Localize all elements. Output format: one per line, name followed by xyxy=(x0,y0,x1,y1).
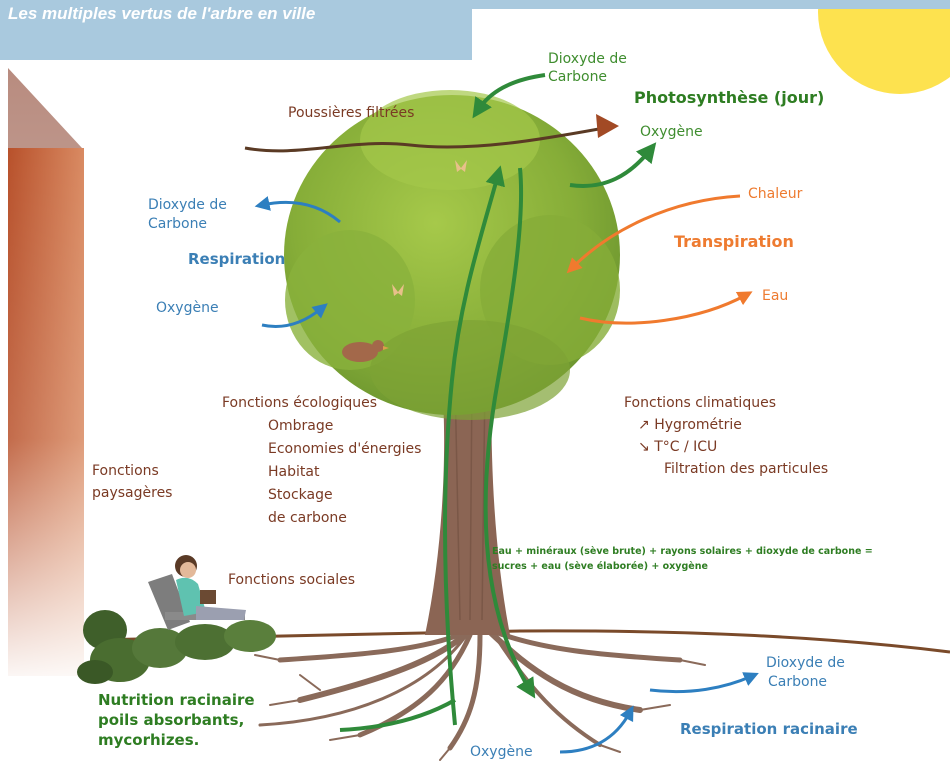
ecologiques-carbone: de carbone xyxy=(268,510,347,526)
ecologiques-habitat: Habitat xyxy=(268,464,320,480)
climatiques-tc: T°C / ICU xyxy=(654,439,718,455)
chaleur-label: Chaleur xyxy=(748,186,803,202)
climatiques-filtration: Filtration des particules xyxy=(664,461,829,477)
climatiques-tc-row: ↘ T°C / ICU xyxy=(624,436,828,458)
hygrometrie-arrow-icon: ↗ xyxy=(638,417,650,433)
co2-root-line-1: Dioxyde de xyxy=(766,655,845,671)
oxygene-top-label: Oxygène xyxy=(640,124,703,140)
root-green-arrow xyxy=(339,698,456,732)
fonctions-paysageres: Fonctions paysagères xyxy=(92,460,172,504)
roots xyxy=(254,627,706,761)
co2-top-label: Dioxyde de Carbone xyxy=(548,50,627,86)
title-band xyxy=(0,0,472,60)
nutrition-racinaire: Nutrition racinaire poils absorbants, my… xyxy=(98,690,255,750)
paysageres-line-1: Fonctions xyxy=(92,463,159,479)
building xyxy=(8,68,84,676)
temperature-arrow-icon: ↘ xyxy=(638,439,650,455)
ecologiques-ombrage: Ombrage xyxy=(268,418,334,434)
butterfly-icon xyxy=(392,160,467,296)
nutrition-line-1: Nutrition racinaire xyxy=(98,691,255,709)
page-title: Les multiples vertus de l'arbre en ville xyxy=(8,4,316,23)
person-on-bench xyxy=(148,555,246,630)
sap-up-arrow xyxy=(442,165,505,726)
co2-root-label: Dioxyde de Carbone xyxy=(766,654,845,692)
fonctions-climatiques: Fonctions climatiques ↗ Hygrométrie ↘ T°… xyxy=(624,392,828,480)
water-out-arrow xyxy=(579,291,753,325)
sun xyxy=(818,0,950,94)
nutrition-line-2: poils absorbants, xyxy=(98,711,245,729)
heat-arrow xyxy=(566,194,741,274)
co2-left-line-1: Dioxyde de xyxy=(148,197,227,213)
equation-line-2: sucres + eau (sève élaborée) + oxygène xyxy=(492,561,708,572)
photosynthesis-equation: Eau + minéraux (sève brute) + rayons sol… xyxy=(492,544,873,574)
poussieres-label: Poussières filtrées xyxy=(288,105,415,121)
oxygen-out-arrow xyxy=(569,142,657,188)
ecologiques-energies: Economies d'énergies xyxy=(268,441,422,457)
nutrition-line-3: mycorhizes. xyxy=(98,731,200,749)
oxygene-left-label: Oxygène xyxy=(156,300,219,316)
co2-root-line-2: Carbone xyxy=(768,674,828,690)
bushes xyxy=(77,610,276,684)
ecologiques-title: Fonctions écologiques xyxy=(222,395,378,411)
co2-top-line-2: Carbone xyxy=(548,69,608,85)
root-co2-out-arrow xyxy=(649,672,759,694)
equation-line-1: Eau + minéraux (sève brute) + rayons sol… xyxy=(492,546,873,557)
photosynthese-heading: Photosynthèse (jour) xyxy=(634,88,825,107)
top-band xyxy=(472,0,950,9)
co2-in-arrow xyxy=(472,73,546,119)
fonctions-sociales: Fonctions sociales xyxy=(228,572,356,588)
oxygen-in-left-arrow xyxy=(261,303,328,328)
eau-label: Eau xyxy=(762,288,789,304)
dust-arrow xyxy=(244,124,616,153)
paysageres-line-2: paysagères xyxy=(92,485,173,501)
dust-arrow-head xyxy=(596,114,619,138)
foliage xyxy=(284,90,620,420)
co2-out-left-arrow xyxy=(254,196,341,224)
fonctions-ecologiques: Fonctions écologiques Ombrage Economies … xyxy=(222,392,421,530)
climatiques-hygrometrie: Hygrométrie xyxy=(654,417,742,433)
co2-top-line-1: Dioxyde de xyxy=(548,51,627,67)
respiration-racinaire-heading: Respiration racinaire xyxy=(680,720,858,738)
ecologiques-stockage: Stockage xyxy=(268,487,333,503)
climatiques-hygrometrie-row: ↗ Hygrométrie xyxy=(624,414,828,436)
sap-down-arrow xyxy=(483,167,536,699)
bird-icon xyxy=(342,340,389,362)
climatiques-title: Fonctions climatiques xyxy=(624,395,776,411)
root-oxygen-in-arrow xyxy=(559,705,634,754)
co2-left-line-2: Carbone xyxy=(148,216,208,232)
transpiration-heading: Transpiration xyxy=(674,232,794,251)
respiration-heading: Respiration xyxy=(188,250,286,268)
oxygene-bottom-label: Oxygène xyxy=(470,744,533,760)
co2-left-label: Dioxyde de Carbone xyxy=(148,196,227,234)
